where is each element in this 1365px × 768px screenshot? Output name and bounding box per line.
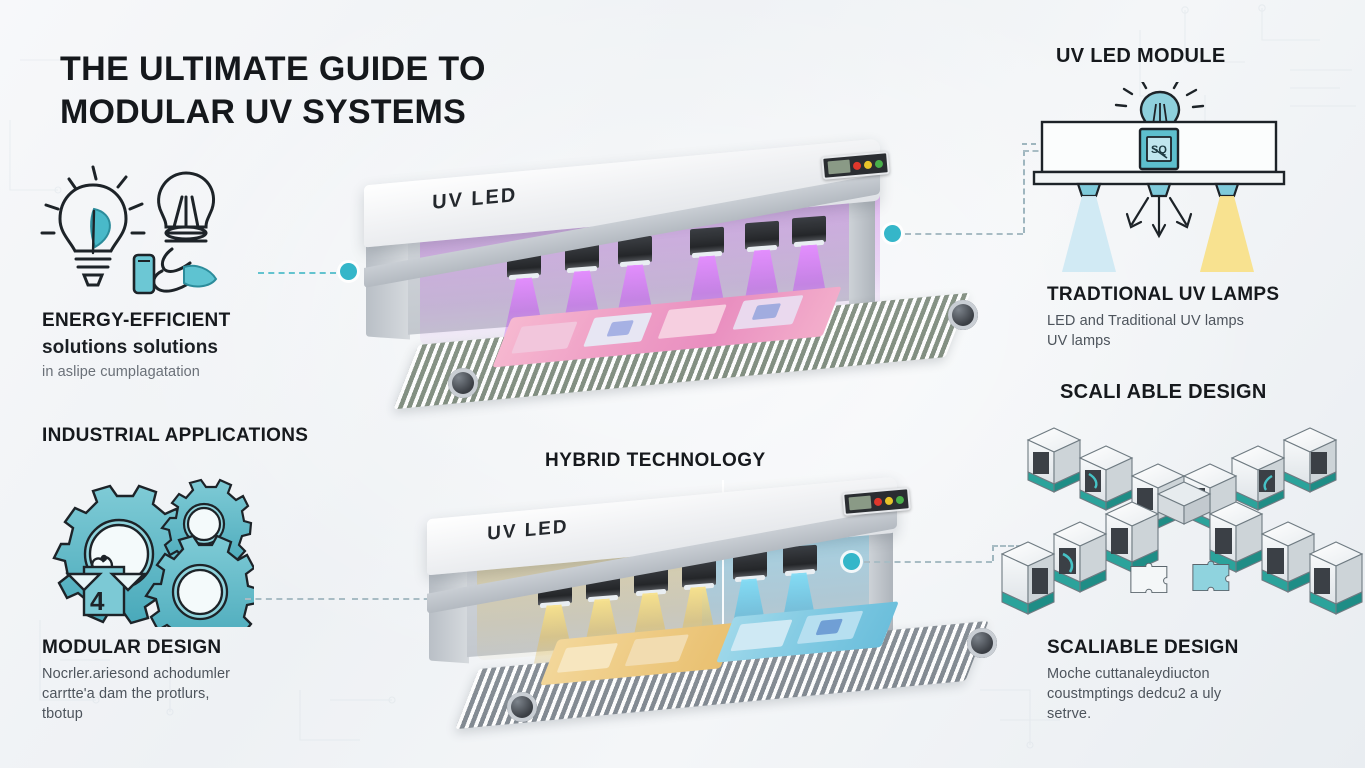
panel-start-button[interactable] (874, 159, 884, 168)
sheet-note (657, 304, 727, 339)
connector-dash-industrial-3 (352, 598, 440, 600)
scalable-subtext-line2: coustmptings dedcu2 a uly (1047, 685, 1222, 702)
lamp-head (783, 544, 817, 574)
scalable-heading-top: SCALI ABLE DESIGN (1060, 381, 1267, 403)
block-uv-led-module: UV LED MODULE (1056, 44, 1225, 68)
scalable-heading-bottom: SCALIABLE DESIGN (1047, 637, 1239, 658)
connector-dash-energy (258, 272, 336, 274)
connector-dash-module-v (1023, 150, 1025, 233)
connector-dash-module-h (905, 233, 1023, 235)
hybrid-technology-caption: HYBRID TECHNOLOGY (545, 450, 766, 471)
traditional-subtext-line1: LED and Traditional UV lamps (1047, 312, 1245, 329)
panel-start-button[interactable] (895, 495, 905, 504)
industrial-heading: INDUSTRIAL APPLICATIONS (42, 425, 309, 446)
module-chip-label: SQ (1151, 144, 1167, 156)
uv-led-machine-bottom: UV LED (425, 476, 997, 740)
panel-warning-button[interactable] (884, 496, 894, 505)
modular-subtext-line2: carrtte'a dam the protlurs, (42, 685, 210, 702)
hybrid-split-line (722, 480, 724, 680)
connector-dash-scalable-h2 (992, 545, 1022, 547)
uv-led-module-heading: UV LED MODULE (1056, 45, 1226, 67)
sheet-note (556, 642, 619, 673)
block-industrial-applications: INDUSTRIAL APPLICATIONS (42, 425, 342, 448)
connector-dash-industrial (245, 598, 345, 600)
panel-display (827, 159, 851, 175)
energy-heading: ENERGY-EFFICIENT (42, 310, 231, 331)
energy-subheading: solutions solutions (42, 336, 219, 358)
scalable-subtext-line1: Moche cuttanaleydiucton (1047, 665, 1210, 682)
page-title-line1: THE ULTIMATE GUIDE TO (60, 50, 486, 88)
modular-cluster-icon (998, 418, 1365, 623)
block-scalable-design-bottom: SCALIABLE DESIGN Moche cuttanaleydiucton… (1047, 637, 1347, 724)
conveyor-drum-right (948, 300, 978, 330)
connector-dot-scalable (843, 553, 860, 570)
conveyor-drum-left (507, 692, 537, 722)
block-modular-design: MODULAR DESIGN Nocrler.ariesond achoduml… (42, 637, 332, 724)
page-title: THE ULTIMATE GUIDE TO MODULAR UV SYSTEMS (60, 48, 486, 134)
energy-subtext: in aslipe cumplagatation (42, 364, 200, 381)
svg-text:4: 4 (90, 586, 105, 616)
scalable-subtext-line3: setrve. (1047, 705, 1092, 722)
sheet-note (730, 619, 793, 652)
modular-heading: MODULAR DESIGN (42, 637, 222, 658)
traditional-heading: TRADTIONAL UV LAMPS (1047, 284, 1280, 305)
gears-icon: 4 (34, 462, 260, 652)
machine-control-panel[interactable] (842, 487, 911, 516)
panel-stop-button[interactable] (852, 161, 862, 170)
lamp-head (792, 215, 826, 245)
block-traditional-uv-lamps: TRADTIONAL UV LAMPS LED and Traditional … (1047, 284, 1347, 351)
uv-led-machine-top: UV LED (360, 138, 980, 440)
connector-dash-scalable-v (992, 545, 994, 561)
panel-stop-button[interactable] (873, 497, 883, 506)
panel-display (848, 495, 872, 511)
uv-led-module-diagram: SQ (1020, 79, 1350, 277)
lamp-head (690, 226, 724, 256)
connector-dash-scalable-h (864, 561, 992, 563)
modular-subtext-line3: tbotup (42, 705, 83, 722)
block-scalable-design-top: SCALI ABLE DESIGN (1060, 380, 1360, 404)
connector-dot-energy (340, 263, 357, 280)
connector-dot-module (884, 225, 901, 242)
block-energy-efficient: ENERGY-EFFICIENT solutions solutions in … (42, 310, 322, 382)
page-title-line2: MODULAR UV SYSTEMS (60, 92, 466, 131)
panel-warning-button[interactable] (863, 160, 873, 169)
sheet-note (511, 321, 578, 354)
sheet-note (624, 634, 690, 667)
lamp-head (745, 220, 779, 250)
conveyor-drum-right (967, 628, 997, 658)
lightbulb-leaf-icon (34, 163, 249, 303)
traditional-subtext-line2: UV lamps (1047, 332, 1111, 349)
conveyor-drum-left (448, 368, 478, 398)
modular-subtext-line1: Nocrler.ariesond achodumler (42, 665, 231, 682)
